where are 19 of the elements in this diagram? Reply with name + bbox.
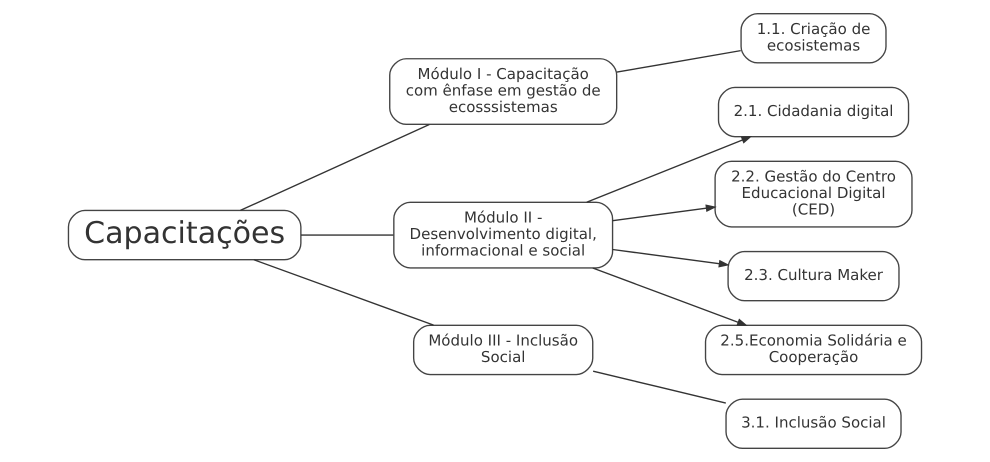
- connector: [240, 124, 430, 212]
- node-box: 3.1. Inclusão Social: [725, 398, 902, 450]
- arrow: [612, 204, 717, 222]
- node-box: Módulo III - Inclusão Social: [412, 324, 594, 376]
- node-box: 2.1. Cidadania digital: [718, 86, 910, 138]
- arrow: [592, 267, 748, 326]
- node-box: Módulo I - Capacitação com ênfase em gestão de ecosssistemas: [389, 58, 618, 126]
- node-box: Capacitações: [68, 210, 302, 260]
- connector: [254, 259, 434, 326]
- arrow: [612, 248, 730, 268]
- node-box: 2.3. Cultura Maker: [727, 250, 900, 302]
- connector: [616, 50, 741, 73]
- node-box: 1.1. Criação de ecosistemas: [740, 12, 887, 64]
- arrow: [586, 136, 752, 203]
- connector: [300, 234, 394, 236]
- node-box: 2.5.Economia Solidária e Cooperação: [704, 324, 922, 376]
- node-box: 2.2. Gestão do Centro Educacional Digital (CED): [714, 160, 913, 228]
- node-box: Módulo II - Desenvolvimento digital, informacional e social: [393, 202, 614, 269]
- connector: [592, 370, 726, 404]
